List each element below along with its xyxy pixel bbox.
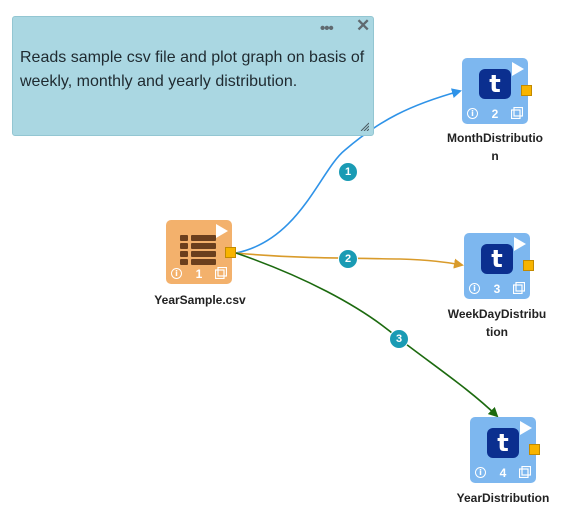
node-monthdistribution[interactable]: t i 2	[462, 58, 532, 124]
label-line-1: WeekDayDistribu	[447, 307, 547, 321]
output-port[interactable]	[529, 444, 540, 455]
label-line-1: MonthDistributio	[447, 131, 543, 145]
output-port[interactable]	[225, 247, 236, 258]
node-index: 1	[195, 267, 203, 281]
copy-icon[interactable]	[215, 267, 227, 279]
t-icon: t	[481, 244, 513, 274]
node-label-yearsample: YearSample.csv	[154, 293, 246, 307]
play-icon[interactable]	[520, 421, 532, 435]
node-index: 4	[499, 466, 507, 480]
edge-1-path[interactable]	[235, 88, 462, 254]
t-icon: t	[479, 69, 511, 99]
node-index: 2	[491, 107, 499, 121]
output-port[interactable]	[523, 260, 534, 271]
node-weekdaydistribution[interactable]: t i 3	[464, 233, 534, 299]
node-yearsample-csv[interactable]: i 1	[166, 220, 236, 284]
more-dots-icon[interactable]: •••	[320, 20, 334, 37]
label-line-2: tion	[486, 325, 508, 339]
copy-icon[interactable]	[513, 282, 525, 294]
copy-icon[interactable]	[519, 466, 531, 478]
node-label-yeardistribution: YearDistribution	[456, 491, 550, 505]
node-yeardistribution[interactable]: t i 4	[470, 417, 540, 483]
play-icon[interactable]	[512, 62, 524, 76]
edge-badge-2[interactable]: 2	[338, 249, 358, 269]
node-index: 3	[493, 282, 501, 296]
node-label-weekdaydistribution: WeekDayDistribu tion	[442, 305, 552, 341]
node-label-monthdistribution: MonthDistributio n	[440, 129, 550, 165]
info-icon[interactable]: i	[469, 283, 480, 294]
edge-badge-1[interactable]: 1	[338, 162, 358, 182]
output-port[interactable]	[521, 85, 532, 96]
t-icon: t	[487, 428, 519, 458]
info-icon[interactable]: i	[467, 108, 478, 119]
play-icon[interactable]	[216, 224, 228, 238]
table-icon	[180, 235, 216, 265]
copy-icon[interactable]	[511, 107, 523, 119]
close-icon[interactable]: ✕	[356, 16, 371, 35]
annotation-note[interactable]: ••• ✕ Reads sample csv file and plot gra…	[12, 16, 374, 136]
label-line-2: n	[491, 149, 499, 163]
resize-handle-icon[interactable]	[359, 121, 369, 131]
info-icon[interactable]: i	[171, 268, 182, 279]
play-icon[interactable]	[514, 237, 526, 251]
info-icon[interactable]: i	[475, 467, 486, 478]
edge-badge-3[interactable]: 3	[389, 329, 409, 349]
note-text[interactable]: Reads sample csv file and plot graph on …	[20, 49, 365, 90]
edge-2-path[interactable]	[235, 252, 464, 269]
